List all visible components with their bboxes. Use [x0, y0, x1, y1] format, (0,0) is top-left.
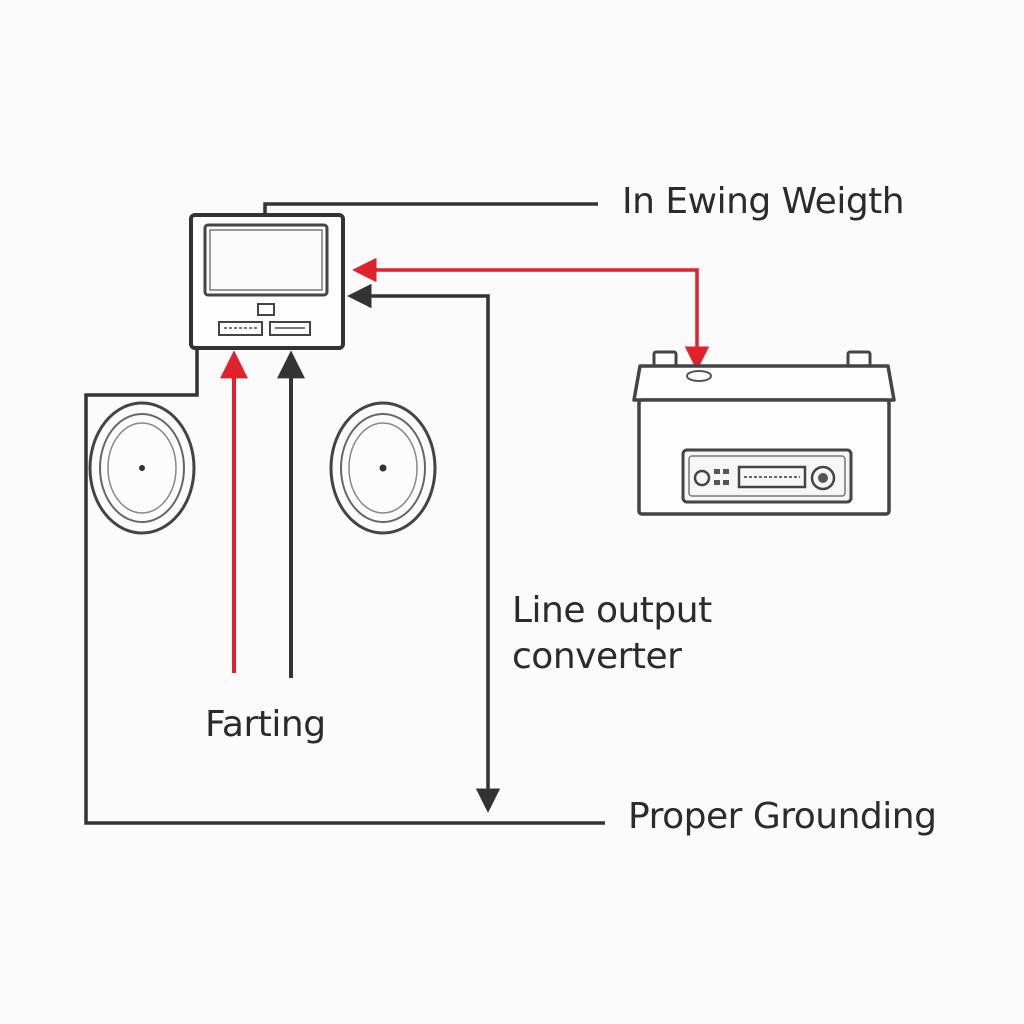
ground-loop-wire — [84, 348, 605, 825]
car-stereo-icon — [681, 448, 853, 504]
speaker-icon — [88, 401, 196, 535]
farting-label: Farting — [205, 704, 326, 745]
converter-label-line1: Line output — [512, 590, 712, 631]
battery-to-unit-red-wire — [352, 257, 710, 371]
top-wire — [263, 202, 598, 215]
speaker-icon — [329, 401, 437, 535]
converter-label: Line output converter — [512, 588, 712, 680]
head-unit-icon — [189, 213, 345, 350]
top-wire-label: In Ewing Weigth — [622, 181, 905, 222]
converter-ground-wire — [347, 283, 501, 813]
grounding-label: Proper Grounding — [628, 796, 937, 837]
converter-label-line2: converter — [512, 636, 682, 677]
